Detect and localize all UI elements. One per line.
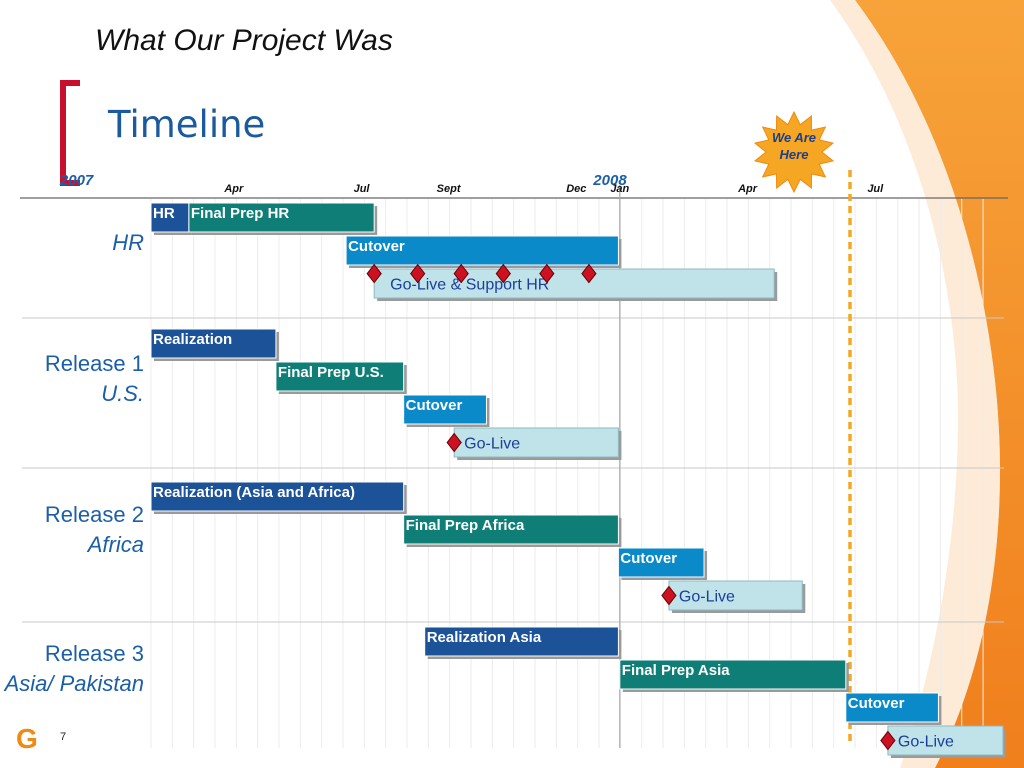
month-label: Jan <box>610 183 629 195</box>
milestone-diamond <box>495 263 511 284</box>
task-label: Cutover <box>348 238 405 255</box>
task-label: HR <box>153 205 175 222</box>
row-label-release2-line2: Africa <box>87 532 144 557</box>
task-bar <box>150 328 277 359</box>
row-label-hr-line1: HR <box>112 230 144 255</box>
page-title: What Our Project Was <box>95 24 393 57</box>
row-label-release2-line1: Release 2 <box>44 502 144 527</box>
year-label: 2008 <box>592 172 627 189</box>
task-label: Final Prep Asia <box>622 662 730 679</box>
year-label: 2007 <box>59 172 94 189</box>
starburst-icon <box>753 110 835 194</box>
task-bar <box>373 268 775 299</box>
we-are-here-marker: We Are Here <box>752 110 836 194</box>
row-label-hr: HR <box>112 228 144 258</box>
task-bar <box>403 514 619 545</box>
svg-text:G: G <box>16 724 38 752</box>
page-number: 7 <box>60 731 67 743</box>
row-label-release3-line1: Release 3 <box>44 641 144 666</box>
row-label-release1: Release 1 U.S. <box>45 349 144 409</box>
milestone-diamond <box>661 585 677 606</box>
company-logo-icon: G <box>16 724 38 752</box>
section-subtitle: Timeline <box>108 103 266 146</box>
milestone-diamond <box>366 263 382 284</box>
month-label: Jul <box>354 183 371 195</box>
row-label-release2: Release 2 Africa <box>45 500 144 560</box>
row-label-release3-line2: Asia/ Pakistan <box>4 671 144 696</box>
task-label: Cutover <box>848 695 905 712</box>
task-label: Go-Live <box>898 734 954 751</box>
red-bracket-decoration <box>60 80 80 186</box>
task-bar <box>345 235 619 266</box>
task-label: Final Prep Africa <box>406 517 525 534</box>
month-label: Jul <box>867 183 884 195</box>
row-label-release3: Release 3 Asia/ Pakistan <box>0 639 144 699</box>
task-label: Realization <box>153 331 232 348</box>
task-bar <box>617 547 705 578</box>
row-label-release1-line1: Release 1 <box>44 351 144 376</box>
month-label: Dec <box>566 183 586 195</box>
task-label: Go-Live <box>679 589 735 606</box>
milestone-diamond <box>446 432 462 453</box>
task-label: Cutover <box>406 397 463 414</box>
we-are-here-label: We Are Here <box>771 130 817 162</box>
milestone-diamond <box>581 263 597 284</box>
task-bar <box>845 692 939 723</box>
task-bar <box>150 202 190 233</box>
milestone-diamond <box>880 730 896 751</box>
task-label: Final Prep HR <box>191 205 290 222</box>
task-bar <box>453 427 619 458</box>
milestone-diamond <box>539 263 555 284</box>
month-label: Sept <box>437 183 462 195</box>
task-bar <box>188 202 375 233</box>
milestone-diamond <box>453 263 469 284</box>
month-label: Apr <box>737 183 758 195</box>
task-bar <box>150 481 405 512</box>
milestone-diamond <box>410 263 426 284</box>
task-label: Cutover <box>620 550 677 567</box>
task-label: Go-Live <box>464 436 520 453</box>
milestone-layer <box>366 263 896 751</box>
row-label-release1-line2: U.S. <box>101 381 144 406</box>
month-label: Apr <box>223 183 244 195</box>
task-bar <box>403 394 487 425</box>
task-bar <box>424 626 619 657</box>
task-bar <box>619 659 847 690</box>
task-label: Go-Live & Support HR <box>390 277 549 294</box>
task-bar <box>887 725 1004 756</box>
task-label: Realization (Asia and Africa) <box>153 484 355 501</box>
task-label: Final Prep U.S. <box>278 364 384 381</box>
task-label: Realization Asia <box>427 629 542 646</box>
task-bar <box>275 361 405 392</box>
